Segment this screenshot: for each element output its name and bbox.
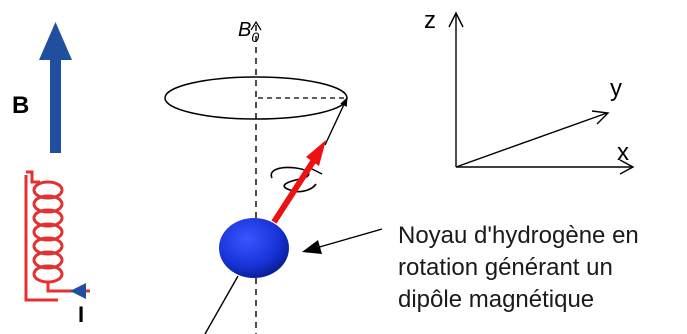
magnetic-moment-vector bbox=[271, 140, 326, 224]
z-axis-arrowhead bbox=[448, 11, 464, 28]
current-arrow bbox=[70, 283, 86, 299]
b0-subscript: 0 bbox=[251, 29, 259, 45]
hydrogen-nucleus bbox=[219, 218, 289, 278]
caption-pointer-arrow bbox=[302, 228, 383, 254]
rotation-spiral-tail bbox=[309, 167, 323, 175]
nucleus-caption: Noyau d'hydrogène en rotation générant u… bbox=[398, 222, 639, 313]
caption-line: rotation générant un bbox=[398, 254, 613, 281]
solenoid-coil bbox=[24, 170, 90, 302]
axis-z-label: z bbox=[424, 7, 436, 34]
precession-cone-line bbox=[324, 97, 348, 146]
b-field-label: B bbox=[12, 92, 29, 119]
b0-arrowhead bbox=[250, 20, 262, 31]
b0-label: B0 bbox=[238, 19, 259, 45]
spin-axis-tail bbox=[204, 275, 239, 334]
current-label: I bbox=[78, 302, 84, 327]
caption-line: Noyau d'hydrogène en bbox=[398, 222, 639, 249]
axis-y-label: y bbox=[610, 75, 622, 102]
y-axis-arrowhead bbox=[591, 110, 610, 125]
b-field-arrow bbox=[39, 22, 72, 153]
xyz-axes bbox=[455, 14, 632, 168]
x-axis-arrowhead bbox=[619, 159, 635, 175]
axis-x-label: x bbox=[617, 139, 629, 166]
caption-line: dipôle magnétique bbox=[398, 286, 594, 313]
